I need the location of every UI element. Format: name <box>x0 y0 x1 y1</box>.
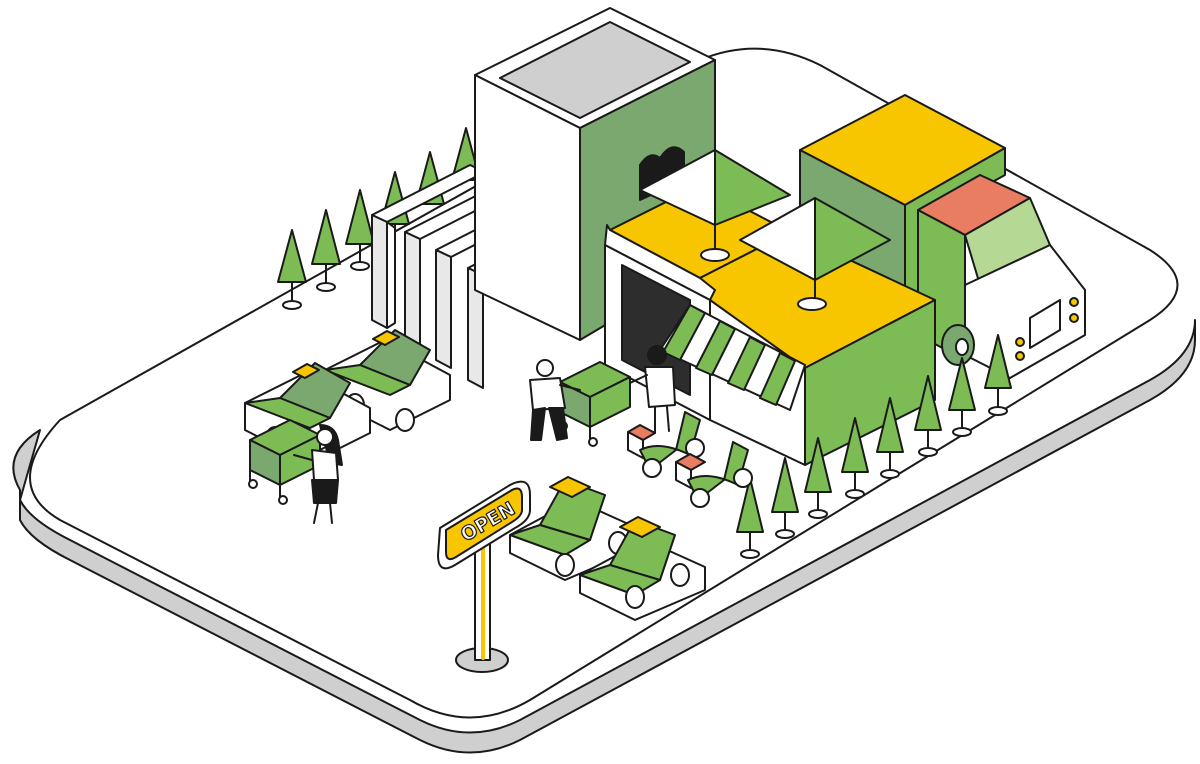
car-icon <box>509 476 636 581</box>
tree-icon <box>948 357 976 437</box>
shopping-cart-icon <box>248 419 336 505</box>
person-icon <box>293 424 343 524</box>
tree-row-right <box>736 334 1012 559</box>
scooter-icon <box>675 441 753 508</box>
awning-stripe <box>662 304 706 361</box>
tree-icon <box>345 189 375 271</box>
tree-icon <box>736 477 764 559</box>
platform-side <box>12 319 1196 754</box>
awning-stripe <box>727 336 766 391</box>
tree-icon <box>277 229 307 310</box>
tree-icon <box>771 457 799 539</box>
car-icon <box>579 516 706 621</box>
awning-stripe <box>759 352 796 406</box>
striped-awning <box>659 304 806 411</box>
umbrella-icon <box>739 197 891 311</box>
tree-icon <box>984 334 1012 416</box>
truck-headlight <box>1069 297 1079 307</box>
tree-icon <box>311 209 341 292</box>
sign-board-face <box>445 487 523 561</box>
open-sign: OPEN <box>437 480 531 673</box>
tree-icon <box>914 375 942 457</box>
tree-icon <box>876 397 904 479</box>
tall-building-roof-inset <box>499 21 691 119</box>
truck-wheel-hub <box>955 338 969 356</box>
shop-doorway <box>621 264 691 396</box>
truck-headlight <box>1015 337 1025 347</box>
truck-headlight <box>1015 351 1025 361</box>
person-icon <box>529 359 581 441</box>
tree-icon <box>804 437 832 519</box>
umbrella-icon <box>639 149 791 262</box>
truck-headlight <box>1069 313 1079 323</box>
person-icon <box>629 345 676 434</box>
truck-grille <box>1029 299 1061 349</box>
tree-icon <box>841 417 869 499</box>
awning-stripe <box>695 320 736 376</box>
